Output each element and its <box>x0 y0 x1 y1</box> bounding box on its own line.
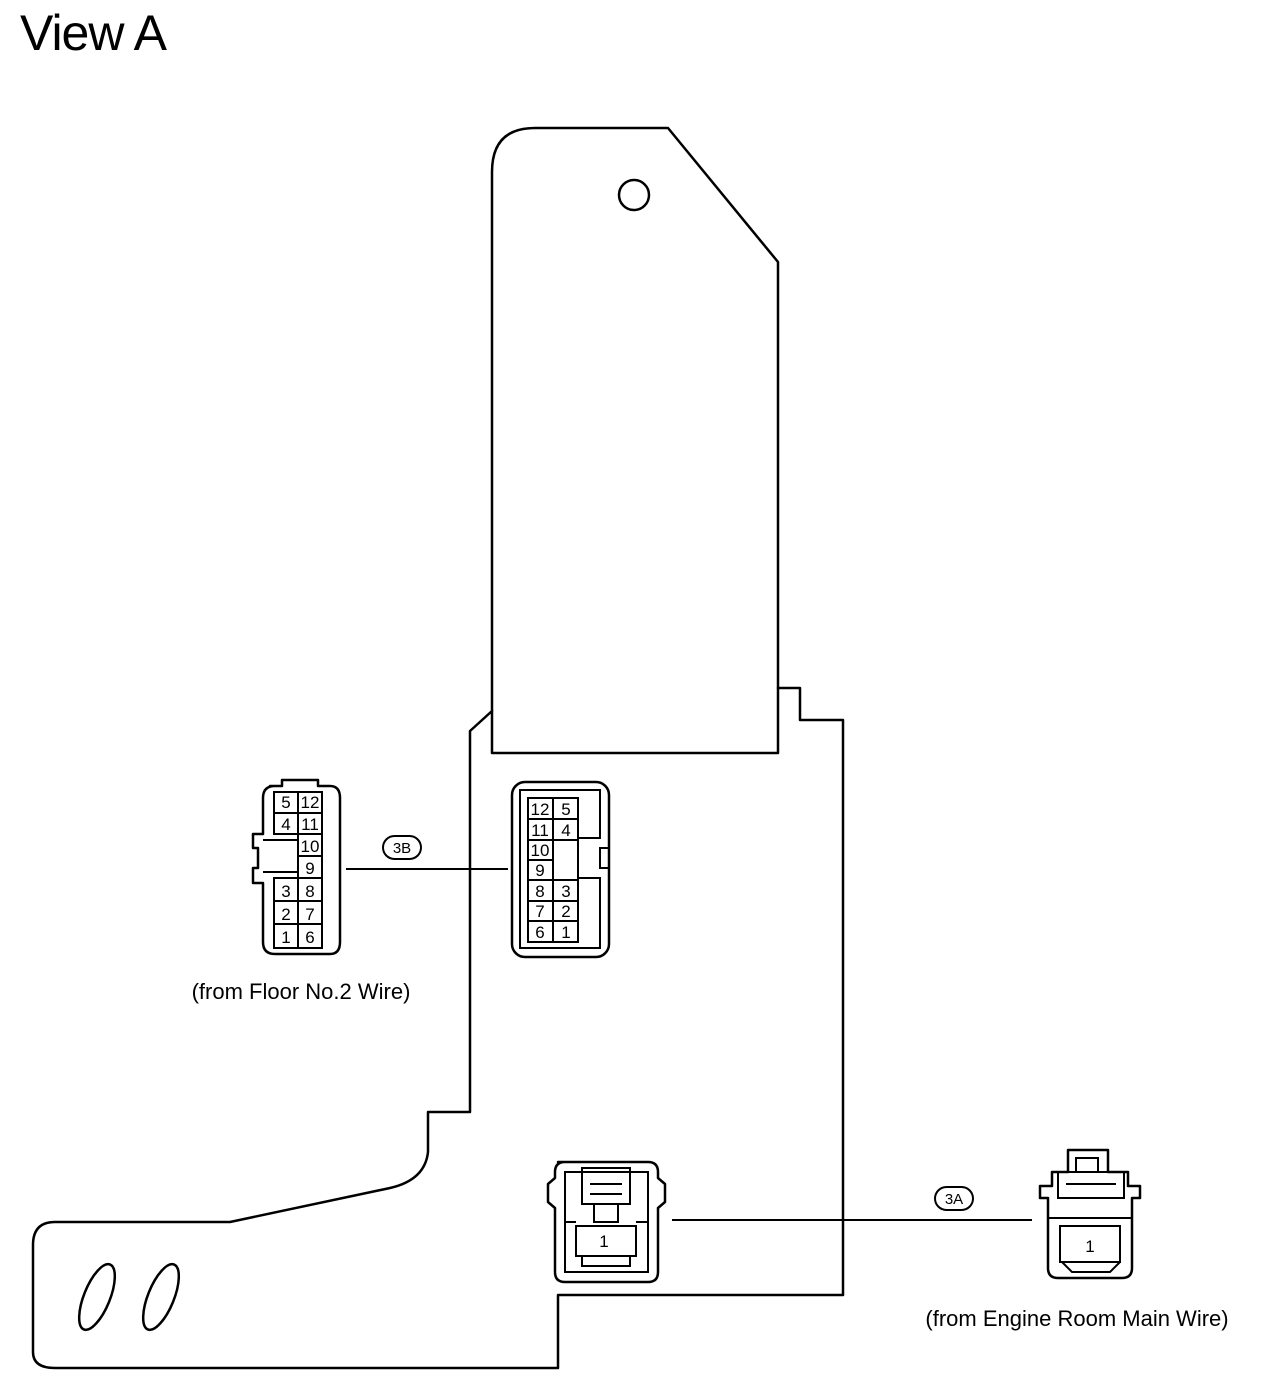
tag-3b: 3B <box>393 840 411 857</box>
slot-holes <box>77 1262 181 1332</box>
pin-label: 2 <box>281 905 290 924</box>
pin-label: 8 <box>305 882 314 901</box>
pin-label: 10 <box>531 841 550 860</box>
pin-label: 3 <box>281 882 290 901</box>
pin-label: 12 <box>531 800 550 819</box>
pin-label: 10 <box>301 837 320 856</box>
connector-3b-harness-pins: 5 12 4 11 10 9 3 8 2 7 1 6 <box>281 793 319 947</box>
pin-label: 4 <box>281 815 290 834</box>
pin-label: 1 <box>1085 1237 1094 1256</box>
connector-3b-harness <box>251 778 342 956</box>
tag-3a-badge <box>934 1186 974 1211</box>
pin-label: 1 <box>281 928 290 947</box>
pin-label: 9 <box>305 859 314 878</box>
pin-label: 5 <box>561 800 570 819</box>
pin-label: 1 <box>561 923 570 942</box>
caption-3b: (from Floor No.2 Wire) <box>192 979 411 1004</box>
pin-label: 4 <box>561 821 570 840</box>
caption-3a: (from Engine Room Main Wire) <box>925 1306 1228 1331</box>
tag-3b-badge <box>382 835 422 860</box>
junction-block-body <box>490 126 780 755</box>
pin-label: 7 <box>305 905 314 924</box>
pin-label: 11 <box>301 815 319 834</box>
bracket-outline <box>31 686 845 1370</box>
connector-3b-block <box>510 780 611 959</box>
pin-label: 12 <box>301 793 320 812</box>
connector-3a-block <box>546 1160 667 1284</box>
pin-label: 1 <box>599 1232 608 1251</box>
pin-label: 2 <box>561 902 570 921</box>
tag-3a: 3A <box>945 1191 963 1208</box>
connector-3a-harness <box>1038 1148 1142 1280</box>
pin-label: 5 <box>281 793 290 812</box>
pin-label: 7 <box>535 902 544 921</box>
page-title: View A <box>20 5 167 61</box>
pin-label: 9 <box>535 861 544 880</box>
pin-label: 6 <box>535 923 544 942</box>
pin-label: 3 <box>561 882 570 901</box>
pin-label: 8 <box>535 882 544 901</box>
connector-3b-block-pins: 12 5 11 4 10 9 8 3 7 2 6 1 <box>531 800 571 942</box>
pin-label: 6 <box>305 928 314 947</box>
pin-label: 11 <box>531 821 549 840</box>
mounting-hole <box>617 178 651 212</box>
